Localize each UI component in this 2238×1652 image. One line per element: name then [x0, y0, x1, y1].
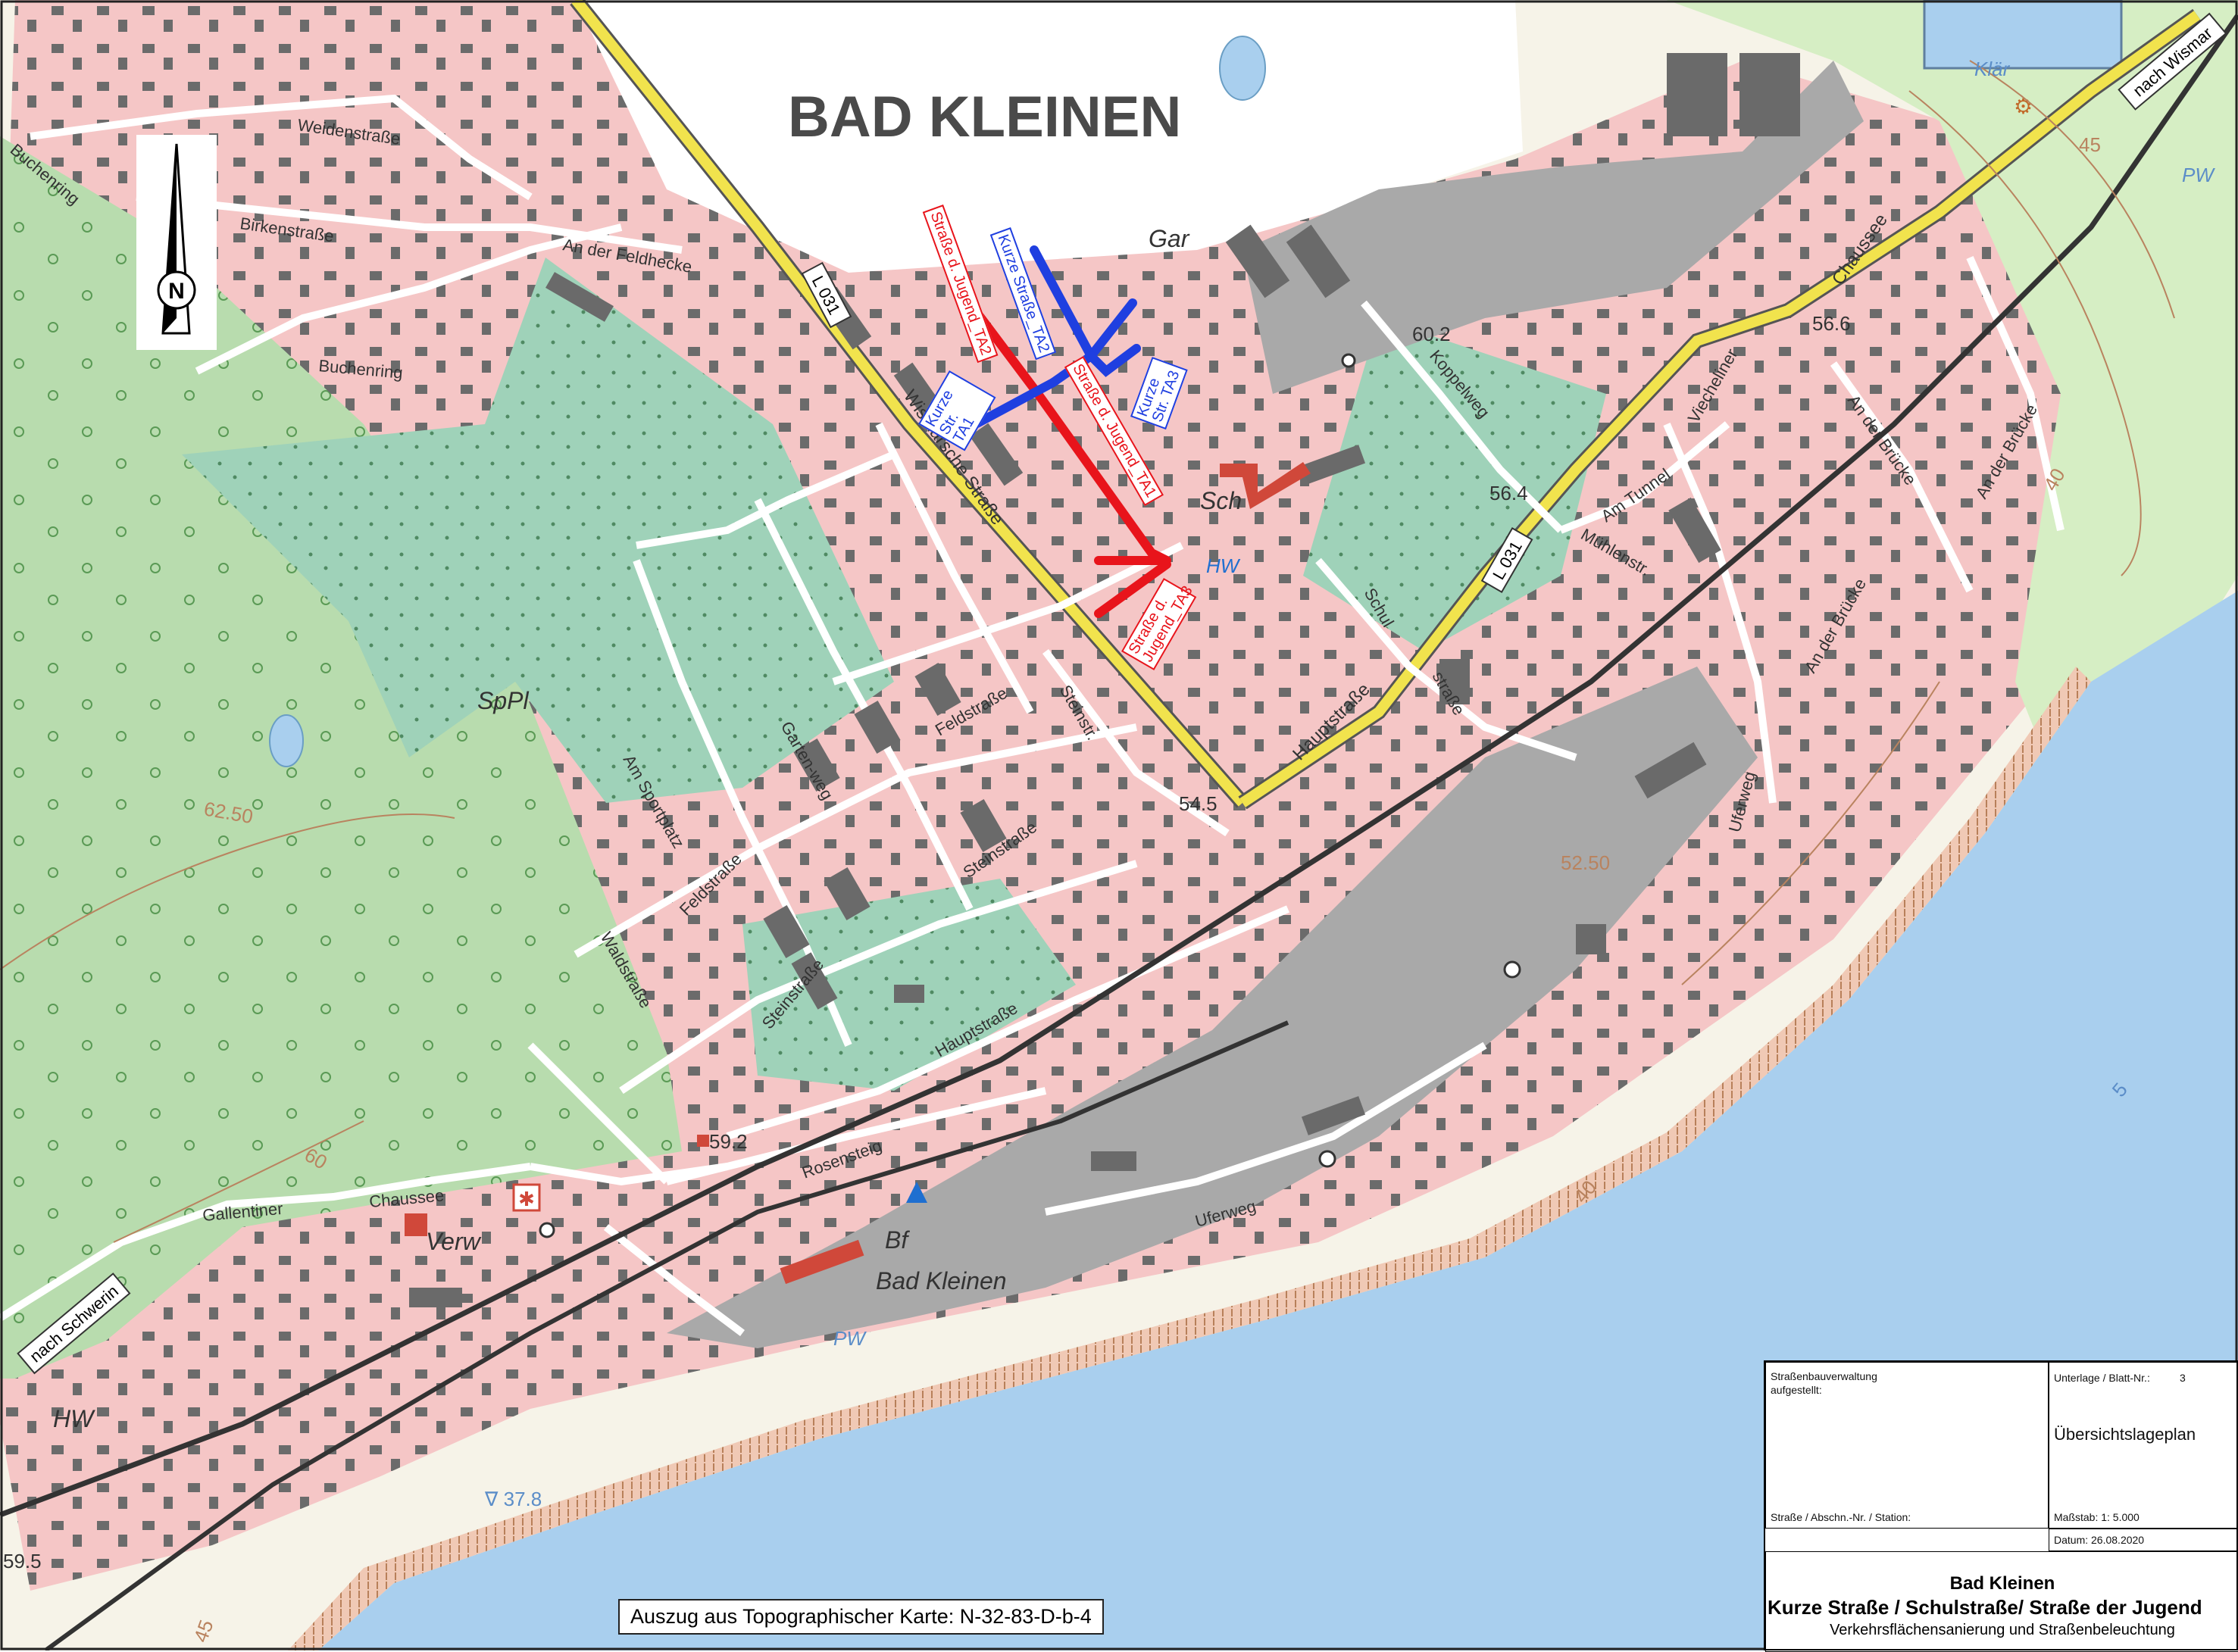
authority-label: Straßenbauverwaltung	[1771, 1370, 1877, 1382]
place-klaer: Klär	[1974, 58, 2011, 80]
open-field	[530, 0, 1523, 273]
minor-roads	[0, 94, 2065, 1336]
place-pw-ne: PW	[2182, 164, 2215, 186]
landmark-icon	[1503, 960, 1521, 979]
elevation-545: 54.5	[1179, 792, 1217, 815]
landmark-icon-3	[539, 1222, 555, 1238]
elevation-5250: 52.50	[1561, 851, 1610, 874]
place-pw-south: PW	[833, 1327, 867, 1350]
industrial-area-north	[1242, 61, 1864, 394]
station-icon	[906, 1182, 927, 1203]
place-labels: Gar Sch HW SpPl Verw Bf Bad Kleinen PW P…	[53, 58, 2215, 1432]
project-description: Verkehrsflächensanierung und Straßenbele…	[1830, 1622, 2175, 1638]
svg-text:✱: ✱	[518, 1188, 535, 1210]
project-title: Bad Kleinen	[1949, 1573, 2055, 1594]
elevation-602: 60.2	[1412, 323, 1451, 345]
svg-text:⚙: ⚙	[2014, 95, 2033, 118]
place-gar: Gar	[1149, 225, 1190, 252]
treatment-icon: ⚙	[2014, 95, 2033, 118]
place-hw-north: HW	[1206, 554, 1241, 577]
map-excerpt-note: Auszug aus Topographischer Karte: N-32-8…	[618, 1599, 1104, 1635]
title-block-sheet-cell: Unterlage / Blatt-Nr.: 3 Übersichtslagep…	[2049, 1362, 2238, 1529]
scale-label: Maßstab: 1: 5.000	[2054, 1511, 2140, 1523]
contour-lines	[0, 60, 2175, 1243]
project-streets: Kurze Straße / Schulstraße/ Straße der J…	[1768, 1596, 2202, 1619]
sheet-number: 3	[2180, 1372, 2186, 1384]
school-building	[1220, 462, 1311, 509]
prepared-label: aufgestellt:	[1771, 1384, 1822, 1396]
place-hw-sw: HW	[53, 1405, 95, 1432]
title-block-authority-cell: Straßenbauverwaltung aufgestellt: Straße…	[1765, 1362, 2049, 1529]
railway-main	[0, 14, 2238, 1518]
elevation-564: 56.4	[1489, 482, 1528, 504]
title-block-date-cell: Datum: 26.08.2020	[2049, 1529, 2238, 1551]
shoreline	[288, 667, 2091, 1650]
rail-yard	[667, 667, 1758, 1348]
place-sch: Sch	[1200, 487, 1242, 514]
fire-station-icon: ✱	[512, 1183, 541, 1212]
place-verw: Verw	[426, 1228, 482, 1255]
north-letter: N	[168, 279, 185, 304]
contour-45: 45	[2079, 133, 2101, 156]
elevation-labels: 60.2 56.6 56.4 54.5 52.50 62.50 59.2 ∇ 3…	[3, 133, 2132, 1645]
park-area	[182, 258, 894, 803]
park-area-east	[1303, 318, 1606, 651]
elevation-378: ∇ 37.8	[484, 1488, 542, 1510]
church-icon	[1341, 353, 1356, 368]
landmark-icon-2	[1318, 1150, 1336, 1168]
field-northeast	[1667, 0, 2238, 833]
road-section-label: Straße / Abschn.-Nr. / Station:	[1771, 1511, 1911, 1523]
railway-branch	[44, 1020, 1289, 1650]
plan-type: Übersichtslageplan	[2054, 1425, 2196, 1444]
lake-schweriner-see	[318, 591, 2238, 1650]
section-jugend-ta1	[1033, 389, 1171, 565]
small-red-building	[697, 1135, 709, 1147]
title-block: Straßenbauverwaltung aufgestellt: Straße…	[1764, 1360, 2238, 1652]
town-title: BAD KLEINEN	[788, 85, 1181, 149]
date-label: Datum: 26.08.2020	[2054, 1534, 2145, 1546]
sheet-label: Unterlage / Blatt-Nr.:	[2054, 1372, 2150, 1384]
elevation-592: 59.2	[709, 1130, 748, 1153]
pond-north	[1219, 36, 1266, 101]
elevation-566: 56.6	[1812, 312, 1851, 335]
building-blocks	[409, 53, 1800, 1307]
title-block-project-cell: Bad Kleinen Kurze Straße / Schulstraße/ …	[1765, 1551, 2238, 1652]
section-kurze-ta3	[1086, 344, 1141, 377]
verw-building	[405, 1213, 427, 1236]
section-jugend-ta3	[1094, 560, 1171, 618]
forest-west	[0, 136, 682, 1379]
elevation-595: 59.5	[3, 1550, 42, 1572]
place-bad-kleinen-station: Bad Kleinen	[876, 1267, 1007, 1294]
place-sppl: SpPl	[477, 687, 529, 714]
north-arrow-icon: N	[136, 135, 217, 350]
pond-west	[269, 714, 304, 767]
place-bf: Bf	[885, 1226, 910, 1254]
station-building	[780, 1239, 864, 1285]
treatment-basin	[1923, 0, 2123, 70]
